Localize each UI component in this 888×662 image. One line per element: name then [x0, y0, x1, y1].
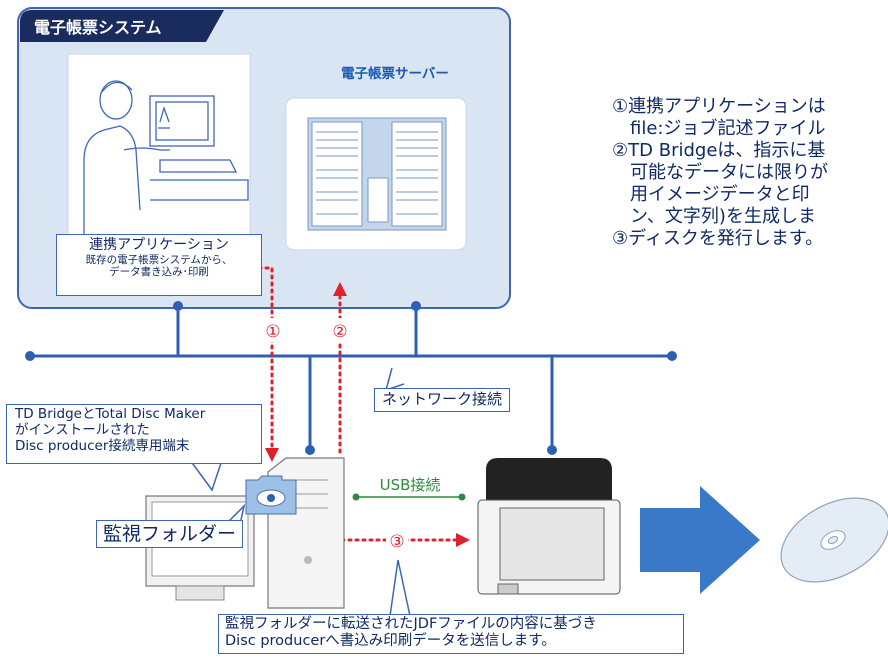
terminal-callout-line2: がインストールされた — [15, 421, 150, 438]
system-title-tab — [20, 10, 224, 42]
disc-producer — [477, 458, 621, 595]
report-server — [285, 97, 467, 251]
disc-icon — [780, 497, 888, 583]
app-callout-line2: データ書き込み･印刷 — [109, 265, 209, 278]
svg-text:③: ③ — [389, 532, 404, 552]
step-line: ①連携アプリケーションは — [612, 96, 826, 117]
terminal-callout: TD BridgeとTotal Disc Maker がインストールされた Di… — [6, 404, 262, 464]
network-backbone — [25, 301, 677, 455]
step-line: ン、文字列)を生成しま — [612, 206, 816, 227]
network-callout-tail — [384, 367, 405, 392]
app-callout-line1: 既存の電子帳票システムから、 — [85, 253, 233, 266]
terminal-callout-line3: Disc producer接続専用端末 — [15, 437, 190, 454]
svg-text:①: ① — [265, 322, 280, 342]
app-callout: 連携アプリケーション 既存の電子帳票システムから、 データ書き込み･印刷 — [56, 234, 262, 296]
bottom-callout-tail — [389, 559, 411, 617]
bottom-callout-line1: 監視フォルダーに転送されたJDFファイルの内容に基づき — [225, 616, 597, 632]
operator-keyboard — [159, 159, 238, 173]
usb-link: USB接続 — [352, 476, 466, 501]
system-title: 電子帳票システム — [34, 18, 162, 37]
bottom-callout-line2: Disc producerへ書込み印刷データを送信します。 — [225, 633, 556, 650]
step-line: file:ジョブ記述ファイル — [612, 118, 826, 139]
terminal-callout-tail — [189, 459, 223, 492]
person-body — [83, 125, 141, 250]
watch-folder-label: 監視フォルダー — [96, 520, 244, 549]
app-callout-title: 連携アプリケーション — [89, 237, 229, 253]
operator-monitor — [149, 95, 215, 147]
steps-list: ①連携アプリケーションは file:ジョブ記述ファイル ②TD Bridgeは、… — [612, 96, 888, 250]
step-line: ②TD Bridgeは、指示に基 — [612, 140, 826, 161]
output-arrow — [640, 486, 760, 594]
bottom-callout: 監視フォルダーに転送されたJDFファイルの内容に基づき Disc produce… — [218, 614, 684, 654]
network-label: ネットワーク接続 — [374, 388, 511, 412]
usb-label: USB接続 — [380, 476, 441, 494]
marker-2: ② — [329, 318, 351, 342]
watch-folder-icon — [245, 475, 297, 515]
person-head — [99, 80, 133, 120]
svg-text:②: ② — [332, 322, 347, 342]
terminal-callout-line1: TD BridgeとTotal Disc Maker — [15, 406, 206, 422]
marker-1: ① — [262, 318, 284, 342]
marker-3: ③ — [386, 528, 408, 552]
step-line: 用イメージデータと印 — [612, 184, 810, 205]
server-label: 電子帳票サーバー — [341, 65, 449, 82]
step-line: 可能なデータには限りが — [612, 162, 828, 183]
step-line: ③ディスクを発行します。 — [612, 228, 824, 249]
